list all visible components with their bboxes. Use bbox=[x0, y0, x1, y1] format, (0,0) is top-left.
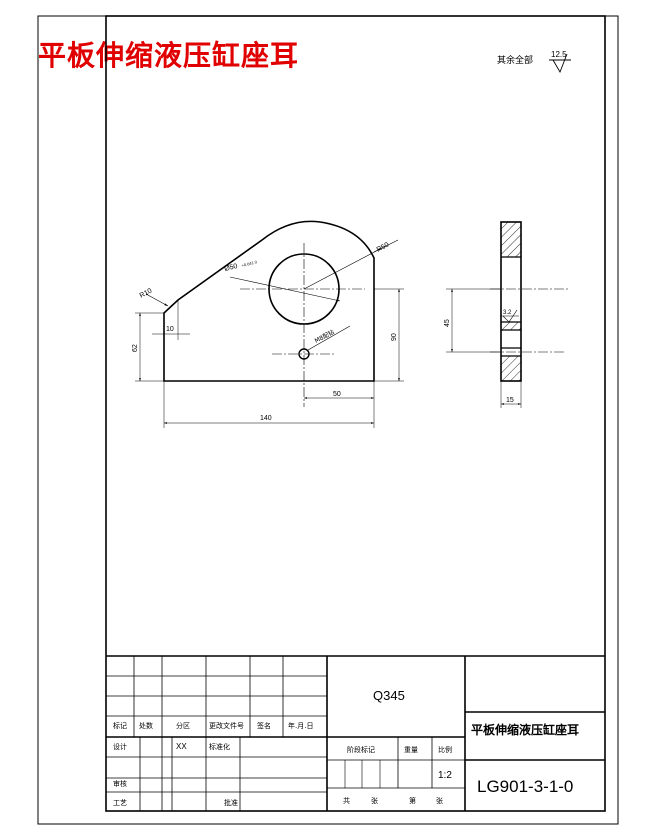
part-name: 平板伸缩液压缸座耳 bbox=[471, 722, 579, 737]
label-approve: 批准 bbox=[224, 798, 238, 807]
label-zone: 分区 bbox=[176, 721, 190, 730]
dim-radius: R50 bbox=[376, 242, 391, 254]
designer-name: XX bbox=[176, 742, 187, 751]
dim-side-15: 15 bbox=[506, 397, 514, 404]
side-view: 45 3.2 15 bbox=[444, 221, 568, 408]
dim-height-left: 62 bbox=[132, 344, 139, 352]
dim-side-rough: 3.2 bbox=[503, 310, 512, 316]
label-process: 工艺 bbox=[113, 799, 127, 807]
label-count: 处数 bbox=[139, 721, 153, 730]
plate-outline bbox=[163, 220, 375, 382]
label-change-doc: 更改文件号 bbox=[209, 721, 244, 730]
roughness-symbol bbox=[549, 53, 571, 74]
label-review: 审核 bbox=[113, 779, 127, 788]
hole-note: M8配钻 bbox=[313, 328, 335, 345]
label-mark: 标记 bbox=[113, 721, 127, 730]
dim-chamfer: R10 bbox=[139, 288, 154, 300]
dim-height-right: 90 bbox=[391, 333, 398, 341]
material: Q345 bbox=[373, 688, 405, 703]
label-weight: 重量 bbox=[404, 746, 418, 754]
label-signature: 签名 bbox=[257, 721, 271, 730]
label-sheets: 张 bbox=[371, 796, 378, 805]
label-sheet: 张 bbox=[436, 796, 443, 805]
drawing-number: LG901-3-1-0 bbox=[477, 777, 573, 796]
inner-border bbox=[105, 15, 606, 812]
label-scale: 比例 bbox=[438, 745, 452, 754]
dim-hole-50: 50 bbox=[333, 391, 341, 398]
label-design: 设计 bbox=[113, 742, 127, 751]
dim-side-45: 45 bbox=[444, 319, 451, 327]
roughness-value: 12.5 bbox=[551, 50, 567, 59]
label-standardization: 标准化 bbox=[209, 742, 230, 751]
outer-border bbox=[37, 15, 619, 825]
title-block bbox=[106, 655, 605, 811]
scale-value: 1:2 bbox=[438, 770, 452, 781]
drawing-title: 平板伸缩液压缸座耳 bbox=[38, 39, 300, 72]
roughness-note: 其余全部 bbox=[497, 54, 533, 66]
dim-edge-10: 10 bbox=[166, 326, 174, 333]
dim-length-140: 140 bbox=[260, 415, 272, 422]
label-page: 第 bbox=[409, 796, 416, 805]
dim-bore: Ø50 bbox=[224, 263, 239, 273]
front-view: R50 Ø50 +0.041 0 M8配钻 R10 10 62 90 50 1 bbox=[132, 220, 404, 428]
label-total: 共 bbox=[343, 796, 350, 805]
label-date: 年.月.日 bbox=[288, 721, 313, 730]
dim-bore-tol: +0.041 0 bbox=[241, 259, 258, 268]
title-block-text: Q345 平板伸缩液压缸座耳 LG901-3-1-0 标记 处数 分区 更改文件… bbox=[113, 688, 579, 807]
label-stage-mark: 阶段标记 bbox=[347, 745, 375, 754]
